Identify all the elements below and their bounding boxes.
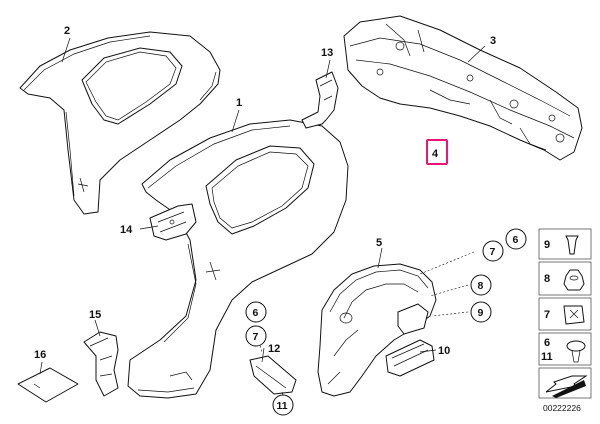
part-14-bracket[interactable] [149, 203, 197, 241]
highlight-box [426, 139, 448, 165]
svg-text:11: 11 [541, 351, 553, 363]
part-15-bracket[interactable] [83, 331, 119, 397]
legend-arrow-box [538, 367, 592, 399]
circled-callout-6-left: 6 [245, 301, 267, 323]
circled-callout-6-right: 6 [505, 228, 527, 250]
callout-1: 1 [236, 97, 242, 109]
svg-text:6: 6 [253, 307, 259, 319]
svg-text:7: 7 [490, 246, 496, 258]
part-10-plate[interactable] [385, 303, 435, 377]
diagram-code: 00222226 [543, 403, 581, 413]
callout-15: 15 [89, 309, 101, 321]
part-2-side-frame[interactable] [19, 31, 221, 215]
svg-text:6: 6 [544, 337, 550, 349]
push-clip-icon [565, 235, 579, 255]
circled-callout-8: 8 [470, 274, 492, 296]
callout-14: 14 [120, 224, 133, 236]
svg-text:6: 6 [513, 234, 519, 246]
callout-4: 4 [432, 148, 439, 160]
circled-callout-11: 11 [272, 394, 294, 416]
svg-text:9: 9 [544, 239, 550, 251]
circled-callouts: 7 6 8 9 6 7 11 [245, 228, 527, 416]
svg-text:11: 11 [277, 400, 288, 412]
circled-callout-9: 9 [470, 301, 492, 323]
svg-text:7: 7 [253, 331, 259, 343]
svg-text:9: 9 [478, 307, 484, 319]
screw-icon [566, 340, 586, 352]
part-5-wheel-arch-liner[interactable] [317, 263, 437, 397]
callout-13: 13 [321, 47, 333, 59]
part-13-bracket[interactable] [301, 71, 339, 129]
spring-clip-icon [563, 305, 585, 325]
callout-2: 2 [64, 25, 70, 37]
svg-text:8: 8 [478, 280, 484, 292]
legend-item-9[interactable]: 9 [538, 228, 592, 260]
circled-callout-7-left: 7 [245, 325, 267, 347]
legend-item-7[interactable]: 7 [538, 297, 592, 331]
part-3-rear-panel[interactable] [343, 15, 583, 161]
callout-labels: 2 1 3 13 14 5 10 12 15 16 [34, 25, 496, 361]
legend-item-8[interactable]: 8 [538, 261, 592, 296]
part-12-strip[interactable] [249, 355, 297, 395]
callout-10: 10 [438, 345, 450, 357]
callout-12: 12 [268, 343, 280, 355]
svg-text:7: 7 [544, 309, 550, 321]
part-1-side-panel[interactable] [127, 119, 349, 399]
callout-4-highlight[interactable]: 4 [426, 139, 448, 165]
legend-item-6-11[interactable]: 6 11 [538, 332, 592, 366]
svg-text:8: 8 [544, 273, 550, 285]
callout-5: 5 [376, 237, 382, 249]
part-16-pad[interactable] [17, 367, 79, 403]
callout-16: 16 [34, 349, 46, 361]
callout-3: 3 [490, 35, 496, 47]
fastener-legend: 9 8 7 6 11 00222 [538, 228, 592, 413]
circled-callout-7-right: 7 [482, 240, 504, 262]
